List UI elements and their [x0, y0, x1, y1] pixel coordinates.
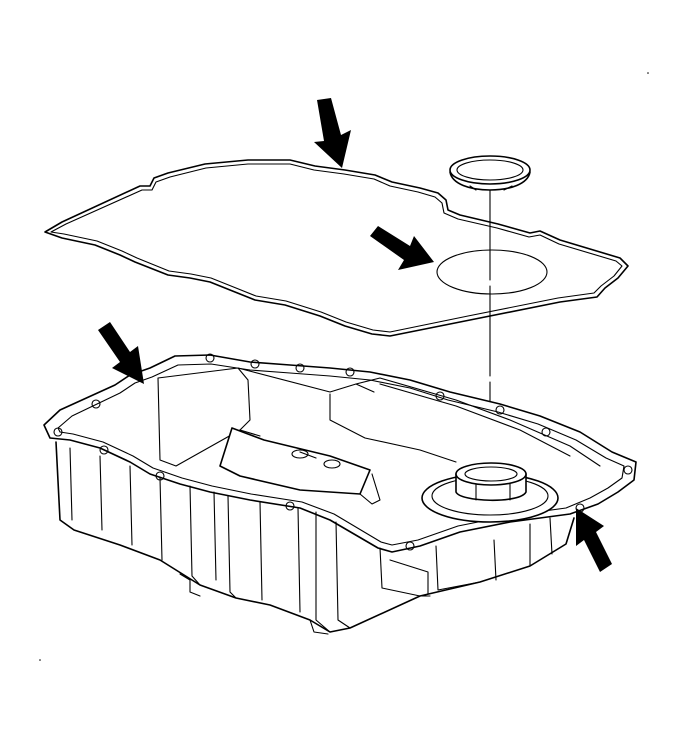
filter-seal: [449, 155, 531, 191]
arrow-gasket-top: [314, 98, 351, 168]
arrow-gasket-center: [370, 226, 434, 270]
arrow-pan-right: [576, 508, 612, 572]
speck: [39, 659, 41, 661]
bolt-holes: [53, 353, 633, 551]
pan-gasket: [44, 159, 629, 337]
gasket-filter-opening: [436, 249, 548, 295]
oil-pan: [43, 353, 637, 635]
speck: [647, 72, 649, 74]
arrow-pan-left: [98, 322, 144, 384]
